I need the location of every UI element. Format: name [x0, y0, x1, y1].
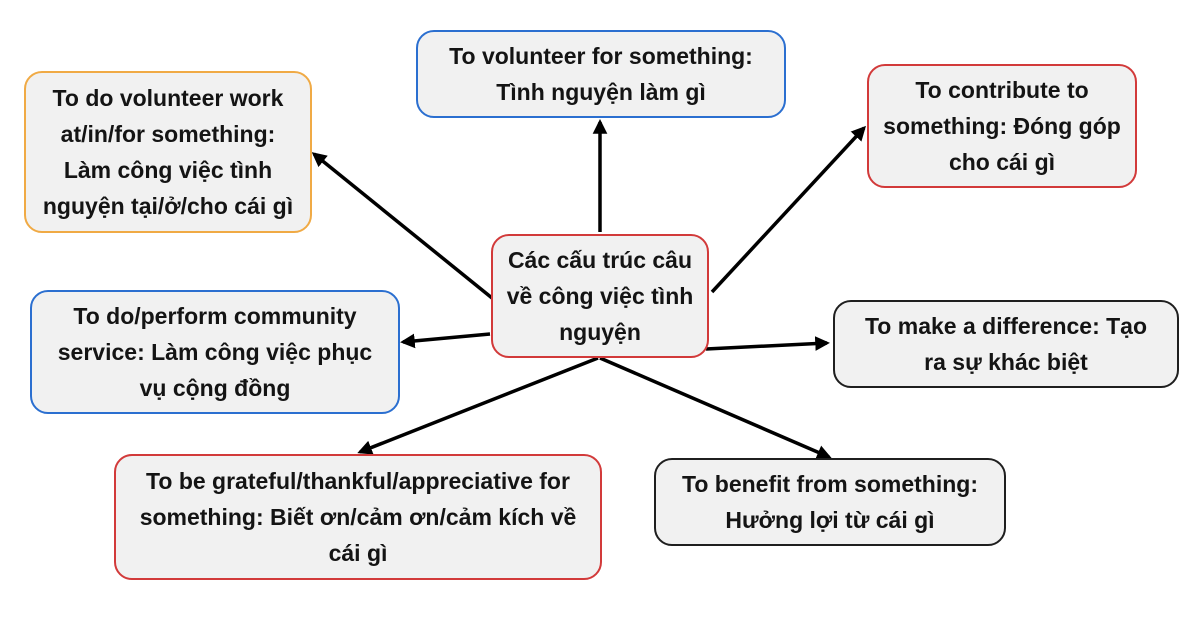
node-benefit-text: To benefit from something: Hưởng lợi từ … — [681, 471, 978, 533]
node-contribute: To contribute to something: Đóng góp cho… — [867, 64, 1137, 188]
arrow-to-volunteer-work — [311, 152, 494, 300]
node-community-service: To do/perform community service: Làm côn… — [30, 290, 400, 414]
arrow-to-grateful — [357, 356, 599, 455]
node-make-difference-text: To make a difference: Tạo ra sự khác biệ… — [864, 313, 1148, 375]
arrow-to-benefit — [599, 356, 832, 460]
node-grateful: To be grateful/thankful/appreciative for… — [114, 454, 602, 580]
arrow-to-community-service — [400, 332, 491, 349]
node-community-service-text: To do/perform community service: Làm côn… — [57, 303, 373, 401]
center-topic: Các cấu trúc câu về công việc tình nguyệ… — [491, 234, 709, 358]
arrow-to-make-difference — [705, 336, 830, 351]
center-topic-text: Các cấu trúc câu về công việc tình nguyệ… — [506, 247, 694, 345]
node-grateful-text: To be grateful/thankful/appreciative for… — [139, 468, 577, 566]
node-make-difference: To make a difference: Tạo ra sự khác biệ… — [833, 300, 1179, 388]
node-benefit: To benefit from something: Hưởng lợi từ … — [654, 458, 1006, 546]
node-contribute-text: To contribute to something: Đóng góp cho… — [883, 77, 1121, 175]
arrow-to-contribute — [710, 125, 866, 294]
node-volunteer-for: To volunteer for something: Tình nguyện … — [416, 30, 786, 118]
node-volunteer-for-text: To volunteer for something: Tình nguyện … — [449, 43, 753, 105]
node-volunteer-work: To do volunteer work at/in/for something… — [24, 71, 312, 233]
node-volunteer-work-text: To do volunteer work at/in/for something… — [42, 85, 294, 219]
